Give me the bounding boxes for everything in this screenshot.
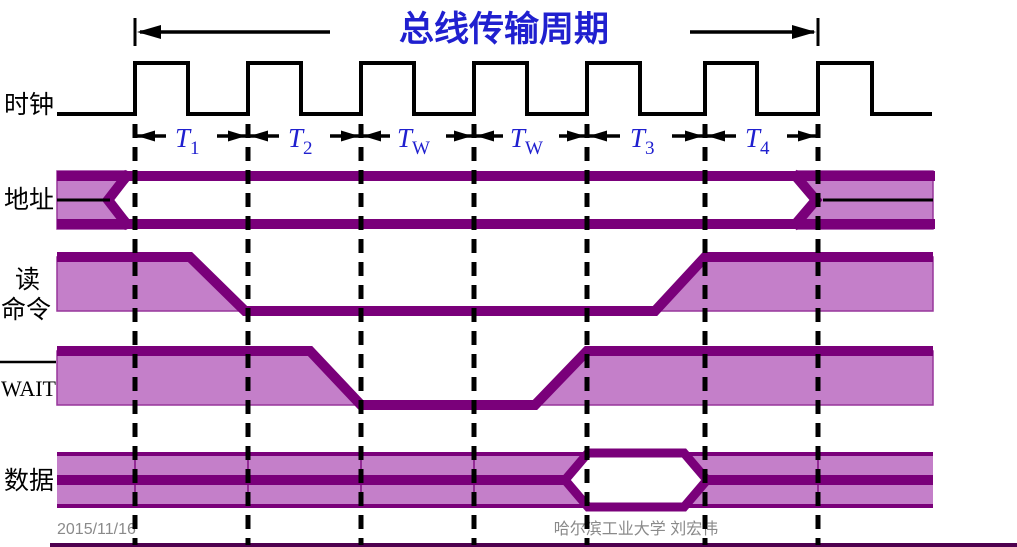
arrowhead: [363, 130, 381, 142]
arrowhead: [685, 130, 703, 142]
arrowhead: [250, 130, 268, 142]
interval-label-t1: T1: [175, 123, 200, 159]
read-cmd-waveform: [56, 252, 934, 316]
interval-label-t2: T2: [288, 123, 313, 159]
arrowhead: [707, 130, 725, 142]
footer-credit: 哈尔滨工业大学 刘宏伟: [554, 520, 718, 538]
bus-cycle-span-arrow: [133, 18, 820, 46]
bottom-border-bar: [50, 543, 1017, 547]
address-label: 地址: [4, 185, 54, 214]
interval-label-t4: T4: [745, 123, 770, 159]
read-cmd-label-line1: 读: [15, 265, 40, 294]
span-right-arrowhead: [792, 25, 816, 39]
data-label: 数据: [4, 466, 54, 495]
arrowhead: [137, 130, 155, 142]
span-left-arrowhead: [137, 25, 161, 39]
interval-arrows: [137, 130, 816, 142]
footer-date: 2015/11/16: [57, 521, 136, 538]
wait-trace: [57, 346, 933, 410]
page-title: 总线传输周期: [399, 9, 609, 50]
read-cmd-label-line2: 命令: [1, 295, 51, 324]
wait-right-high-region: [533, 350, 934, 406]
interval-label-tw1: TW: [397, 123, 430, 159]
arrowhead: [454, 130, 472, 142]
clock-waveform: [57, 61, 932, 116]
arrowhead: [589, 130, 607, 142]
wait-label: WAIT: [1, 376, 57, 401]
arrowhead: [476, 130, 494, 142]
data-bus-waveform: [57, 448, 933, 512]
interval-label-t3: T3: [630, 123, 655, 159]
address-bus-waveform: [56, 169, 935, 231]
arrowhead: [341, 130, 359, 142]
wait-waveform: [56, 346, 934, 410]
arrowhead: [567, 130, 585, 142]
clock-label: 时钟: [4, 90, 54, 119]
interval-label-tw2: TW: [510, 123, 543, 159]
arrowhead: [228, 130, 246, 142]
read-cmd-trace: [57, 252, 933, 316]
arrowhead: [798, 130, 816, 142]
dashed-gridlines: [132, 124, 821, 545]
